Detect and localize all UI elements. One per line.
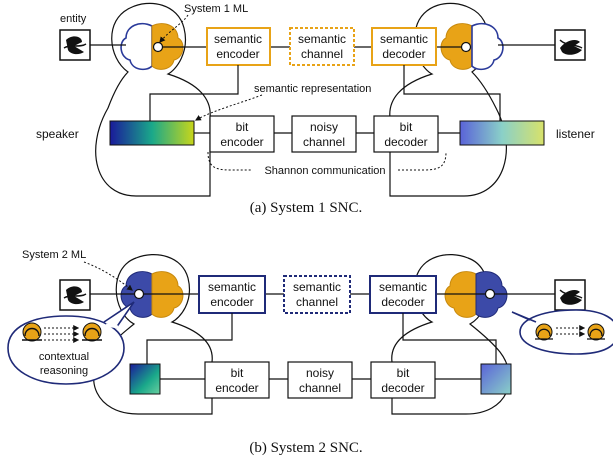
semantic-channel-box-a [289, 27, 355, 66]
bit-decoder-a-line1: bit [400, 120, 413, 134]
sem-decoder-b-line1: semantic [379, 280, 427, 294]
noisy-channel-box-a [291, 115, 357, 153]
noisy-channel-a-line2: channel [303, 135, 345, 149]
noisy-channel-b-line1: noisy [306, 366, 334, 380]
system2-ml-label: System 2 ML [22, 249, 86, 261]
sem-encoder-a-line1: semantic [214, 32, 262, 46]
sem-channel-a-line1: semantic [298, 32, 346, 46]
entity-icon-left-b [59, 279, 91, 311]
bit-encoder-box-a [209, 115, 275, 153]
noisy-channel-a-line1: noisy [310, 120, 338, 134]
entity-icon-left [59, 29, 91, 61]
listener-reasoning-node-right-icon [587, 323, 605, 341]
bit-decoder-a-line2: decoder [384, 135, 427, 149]
sem-decoder-a-line2: decoder [382, 47, 425, 61]
bit-encoder-a-line2: encoder [220, 135, 263, 149]
sem-encoder-b-line1: semantic [208, 280, 256, 294]
sem-channel-b-line2: channel [296, 295, 338, 309]
figure-a: semantic encoder semantic channel semant… [36, 2, 595, 216]
bit-decoder-b-line1: bit [397, 366, 410, 380]
figure-b: semantic encoder semantic channel semant… [7, 249, 613, 456]
semantic-channel-box-b [283, 275, 351, 314]
semantic-decoder-box-a [371, 27, 437, 66]
reasoning-node-right-icon [82, 322, 102, 342]
bit-encoder-a-line1: bit [236, 120, 249, 134]
noisy-channel-box-b [287, 361, 353, 399]
semantic-representation-label: semantic representation [254, 83, 371, 95]
reasoning-label-line1: contextual [39, 351, 89, 363]
entity-label: entity [60, 13, 87, 25]
sem-encoder-b-line2: encoder [210, 295, 253, 309]
caption-b: (b) System 2 SNC. [249, 440, 362, 456]
bit-encoder-box-b [204, 361, 270, 399]
caption-a: (a) System 1 SNC. [250, 200, 363, 216]
sem-decoder-a-line1: semantic [380, 32, 428, 46]
reasoning-node-left-icon [22, 322, 42, 342]
speaker-representation-box [109, 120, 195, 146]
bit-encoder-b-line2: encoder [215, 381, 258, 395]
shannon-bracket [207, 151, 447, 171]
sem-channel-b-line1: semantic [293, 280, 341, 294]
bit-decoder-b-line2: decoder [381, 381, 424, 395]
listener-label: listener [556, 127, 595, 141]
sem-encoder-a-line2: encoder [216, 47, 259, 61]
system1-ml-label: System 1 ML [184, 3, 248, 15]
listener-representation-box [459, 120, 545, 146]
listener-reasoning-bubble [511, 309, 613, 355]
bit-decoder-box-a [373, 115, 439, 153]
noisy-channel-b-line2: channel [299, 381, 341, 395]
speaker-label: speaker [36, 127, 79, 141]
listener-reasoning-node-left-icon [535, 323, 553, 341]
entity-icon-right-b [554, 279, 586, 311]
contextual-reasoning-bubble: contextual reasoning [7, 301, 135, 385]
reasoning-label-line2: reasoning [40, 365, 88, 377]
bit-encoder-b-line1: bit [231, 366, 244, 380]
bit-decoder-box-b [370, 361, 436, 399]
semantic-decoder-box-b [369, 275, 437, 314]
listener-representation-box-b [480, 363, 512, 395]
entity-icon-right [554, 29, 586, 61]
shannon-communication-label: Shannon communication [264, 165, 385, 177]
sem-channel-a-line2: channel [301, 47, 343, 61]
sem-decoder-b-line2: decoder [381, 295, 424, 309]
speaker-brain-icon [120, 22, 184, 71]
speaker-representation-box-b [129, 363, 161, 395]
